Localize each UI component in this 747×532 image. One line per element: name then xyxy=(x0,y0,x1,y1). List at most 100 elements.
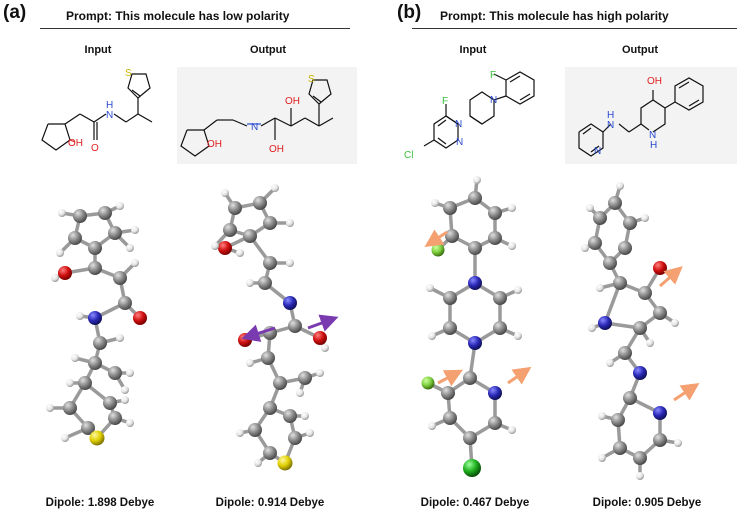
atom-label: N xyxy=(455,119,462,130)
carbon-atom xyxy=(608,196,622,210)
panel-a-input-dipole: Dipole: 1.898 Debye xyxy=(45,497,155,509)
carbon-atom xyxy=(443,291,457,305)
carbon-atom xyxy=(93,336,107,350)
hydrogen-atom xyxy=(246,359,254,367)
carbon-atom xyxy=(288,319,302,333)
nitrogen-atom xyxy=(633,366,647,380)
dipole-arrow-icon xyxy=(673,383,700,402)
hydrogen-atom xyxy=(286,219,294,227)
carbon-atom xyxy=(493,291,507,305)
carbon-atom xyxy=(443,201,457,215)
panel-b-output-structure: OH H N N N H xyxy=(578,76,704,157)
carbon-atom xyxy=(258,276,272,290)
hydrogen-atom xyxy=(221,189,229,197)
hydrogen-atom xyxy=(514,332,522,340)
carbon-atom xyxy=(108,366,122,380)
carbon-atom xyxy=(88,241,102,255)
carbon-atom xyxy=(593,211,607,225)
dipole-arrow-icon xyxy=(507,366,532,385)
hydrogen-atom xyxy=(508,242,516,250)
oxygen-atom xyxy=(653,261,667,275)
carbon-atom xyxy=(263,446,277,460)
hydrogen-atom xyxy=(286,259,294,267)
carbon-atom xyxy=(653,306,667,320)
panel-a-output-dipole: Dipole: 0.914 Debye xyxy=(215,497,325,509)
atom-label: N xyxy=(649,130,656,141)
hydrogen-atom xyxy=(76,312,84,320)
carbon-atom xyxy=(108,411,122,425)
nitrogen-atom xyxy=(88,311,102,325)
panel-a-input-structure: OH O H N S xyxy=(41,68,153,154)
hydrogen-atom xyxy=(126,419,134,427)
hydrogen-atom xyxy=(131,259,139,267)
carbon-atom xyxy=(78,376,92,390)
hydrogen-atom xyxy=(51,274,59,282)
atom-label: OH xyxy=(68,138,83,149)
hydrogen-atom xyxy=(426,284,434,292)
hydrogen-atom xyxy=(126,369,134,377)
carbon-atom xyxy=(653,433,667,447)
molecule-3d-renders xyxy=(46,176,700,480)
chlorine-atom xyxy=(463,459,481,477)
hydrogen-atom xyxy=(473,176,481,184)
panel-a-label: (a) xyxy=(3,2,27,23)
hydrogen-atom xyxy=(131,226,139,234)
hydrogen-atom xyxy=(116,334,124,342)
carbon-atom xyxy=(263,256,277,270)
carbon-atom xyxy=(618,346,632,360)
panel-b-rule xyxy=(412,28,737,29)
carbon-atom xyxy=(488,231,502,245)
atom-label: H xyxy=(607,110,614,121)
atom-label: S xyxy=(308,74,315,85)
dipole-arrow-icon xyxy=(437,369,463,387)
hydrogen-atom xyxy=(321,344,329,352)
hydrogen-atom xyxy=(71,354,79,362)
carbon-atom xyxy=(463,371,477,385)
hydrogen-atom xyxy=(211,242,219,250)
hydrogen-atom xyxy=(674,439,682,447)
hydrogen-atom xyxy=(61,434,69,442)
atom-label: N xyxy=(594,146,601,157)
oxygen-atom xyxy=(313,331,327,345)
hydrogen-atom xyxy=(508,426,516,434)
carbon-atom xyxy=(443,321,457,335)
hydrogen-atom xyxy=(671,319,679,327)
carbon-atom xyxy=(623,216,637,230)
hydrogen-atom xyxy=(641,214,649,222)
panel-b-output-structure-bg xyxy=(565,67,737,164)
carbon-atom xyxy=(613,276,627,290)
carbon-atom xyxy=(633,451,647,465)
atom-label: OH xyxy=(269,144,284,155)
hydrogen-atom xyxy=(598,412,606,420)
carbon-atom xyxy=(263,216,277,230)
hydrogen-atom xyxy=(56,249,64,257)
hydrogen-atom xyxy=(586,204,594,212)
panel-a-rule xyxy=(40,28,350,29)
nitrogen-atom xyxy=(468,336,482,350)
carbon-atom xyxy=(618,241,632,255)
panel-b-label: (b) xyxy=(397,2,422,23)
hydrogen-atom xyxy=(596,284,604,292)
carbon-atom xyxy=(263,401,277,415)
hydrogen-atom xyxy=(646,339,654,347)
nitrogen-atom xyxy=(488,386,502,400)
carbon-atom xyxy=(118,296,132,310)
atom-label: N xyxy=(251,122,258,133)
hydrogen-atom xyxy=(58,209,66,217)
panel-a-output-title: Output xyxy=(249,44,287,56)
carbon-atom xyxy=(613,441,627,455)
atom-label: N xyxy=(456,137,463,148)
atom-label: F xyxy=(442,96,448,107)
atom-label: F xyxy=(490,70,496,81)
panel-b-output-title: Output xyxy=(621,44,659,56)
carbon-atom xyxy=(113,271,127,285)
hydrogen-atom xyxy=(271,184,279,192)
carbon-atom xyxy=(228,201,242,215)
hydrogen-atom xyxy=(236,249,244,257)
sulfur-atom xyxy=(277,455,293,471)
carbon-atom xyxy=(468,191,482,205)
carbon-atom xyxy=(463,431,477,445)
dipole-arrow-icon xyxy=(424,229,448,247)
carbon-atom xyxy=(103,396,117,410)
panel-b-output-dipole: Dipole: 0.905 Debye xyxy=(592,497,702,509)
